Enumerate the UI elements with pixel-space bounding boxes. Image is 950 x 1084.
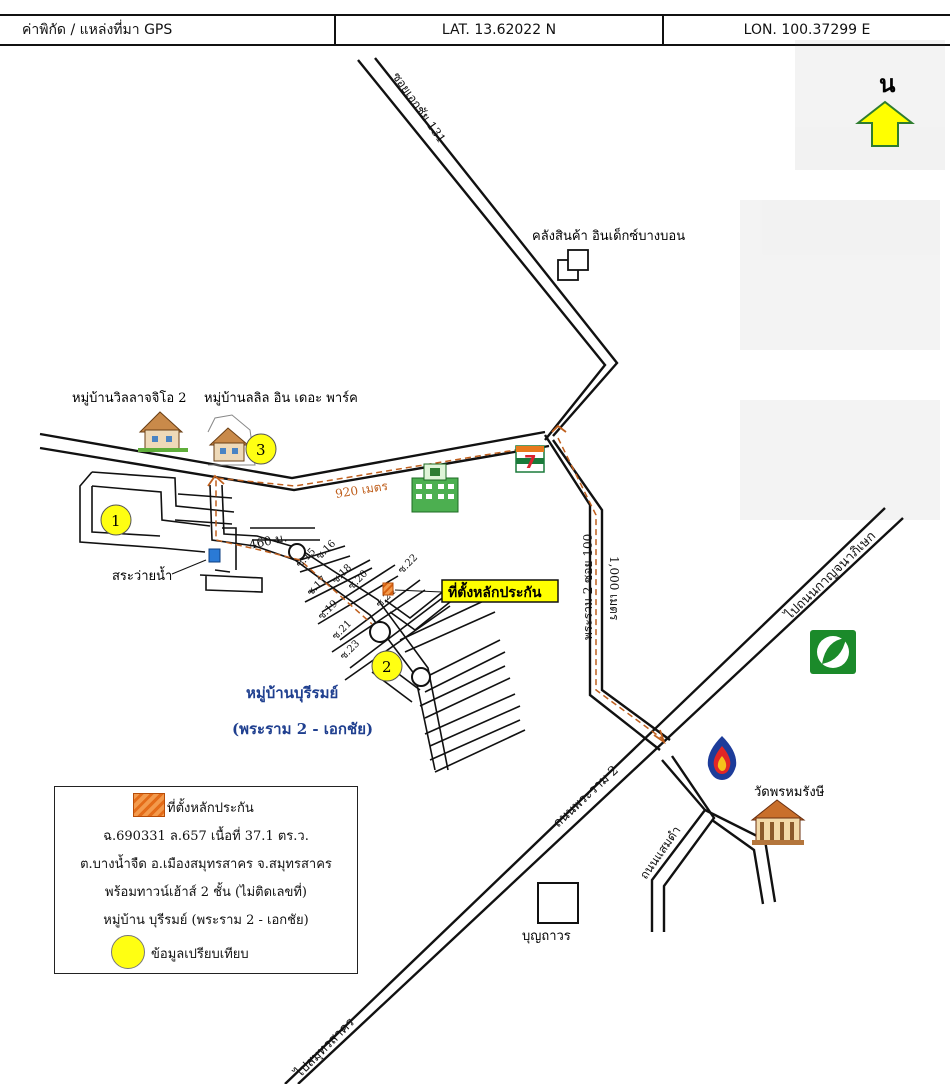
pond-label: สระว่ายน้ำ [112,566,172,584]
soi-label: ซ.22 [396,552,420,576]
pond-icon [208,548,221,563]
to-samut-sakhon-label: ไปสมุทรสาคร [291,1015,358,1082]
soi-label: ซ.23 [338,638,362,662]
svg-text:7: 7 [524,452,537,473]
north-label: น [879,69,896,98]
map-legend: ที่ตั้งหลักประกัน ฉ.690331 ล.657 เนื้อที… [54,786,358,974]
boonthawon-icon [537,882,579,924]
collateral-marker [382,582,394,596]
legend-collateral-label: ที่ตั้งหลักประกัน [167,801,254,816]
boonthawon-label: บุญถาวร [522,929,571,944]
bangchak-logo-icon [810,630,856,674]
legend-collateral-swatch [133,793,165,817]
longitude-value: LON. 100.37299 E [743,22,871,38]
village-title: หมู่บ้านบุรีรมย์ [246,684,338,703]
temple-icon [750,799,806,845]
legend-location: ต.บางน้ำจืด อ.เมืองสมุทรสาคร จ.สมุทรสาคร [80,857,332,872]
collateral-label: ที่ตั้งหลักประกัน [448,581,542,601]
temple-label: วัดพรหมรังษี [754,784,825,800]
village-subtitle: (พระราม 2 - เอกชัย) [232,720,373,738]
legend-building: พร้อมทาวน์เฮ้าส์ 2 ชั้น (ไม่ติดเลขที่) [105,885,307,900]
house-icon-lalin [207,414,256,466]
thanon-rama2-label: ถนนพระราม 2 [550,763,621,831]
marker-number: 3 [256,441,266,459]
warehouse-label: คลังสินค้า อินเด็กซ์บางบอน [532,226,685,244]
thanon-saemdam-label: ถนนแสมดำ [637,824,684,882]
rama2-soi100-label: พระราม 2 ซอย 100 [581,534,595,640]
coordinate-source-label: ค่าพิกัด / แหล่งที่มา GPS [0,16,336,44]
dashed-route [215,437,665,741]
route-arrowheads [207,424,666,745]
warehouse-icon [557,249,589,281]
collateral-pointer [394,589,443,593]
villa-la-jio-label: หมู่บ้านวิลลาจจิโอ 2 [72,390,187,406]
north-arrow-icon [855,100,915,147]
latitude-value: LAT. 13.62022 N [336,16,664,44]
legend-compare-label: ข้อมูลเปรียบเทียบ [151,947,249,962]
lalin-park-label: หมู่บ้านลลิล อิน เดอะ พาร์ค [204,390,358,406]
legend-deed: ฉ.690331 ล.657 เนื้อที่ 37.1 ตร.ว. [103,829,309,844]
comparison-marker-3: 3 [245,433,277,465]
scan-background [740,40,945,520]
coordinate-header: ค่าพิกัด / แหล่งที่มา GPS LAT. 13.62022 … [0,14,950,46]
main-roads [39,57,904,1084]
house-icon-villa [138,411,188,452]
legend-compare-swatch [111,935,145,969]
ptt-logo-icon [707,736,737,780]
to-kanchanaphisek-label: ไปถนนกาญจนาภิเษก [781,528,879,624]
marker-number: 2 [382,658,392,676]
seven-eleven-icon: 7 [515,445,545,473]
soi-label: ซ.16 [314,538,338,562]
distance-460-label: 460 ม. [248,530,289,552]
building-icon [411,463,459,513]
comparison-marker-1: 1 [100,504,132,536]
collateral-label-box [441,579,559,603]
soi-label: ซ.17 [305,574,329,598]
distance-1000-label: 1,000 เมตร [607,556,621,621]
legend-village: หมู่บ้าน บุรีรมย์ (พระราม 2 - เอกชัย) [103,913,309,928]
pond-pointer [171,559,207,575]
marker-number: 1 [111,512,121,530]
comparison-marker-2: 2 [371,650,403,682]
